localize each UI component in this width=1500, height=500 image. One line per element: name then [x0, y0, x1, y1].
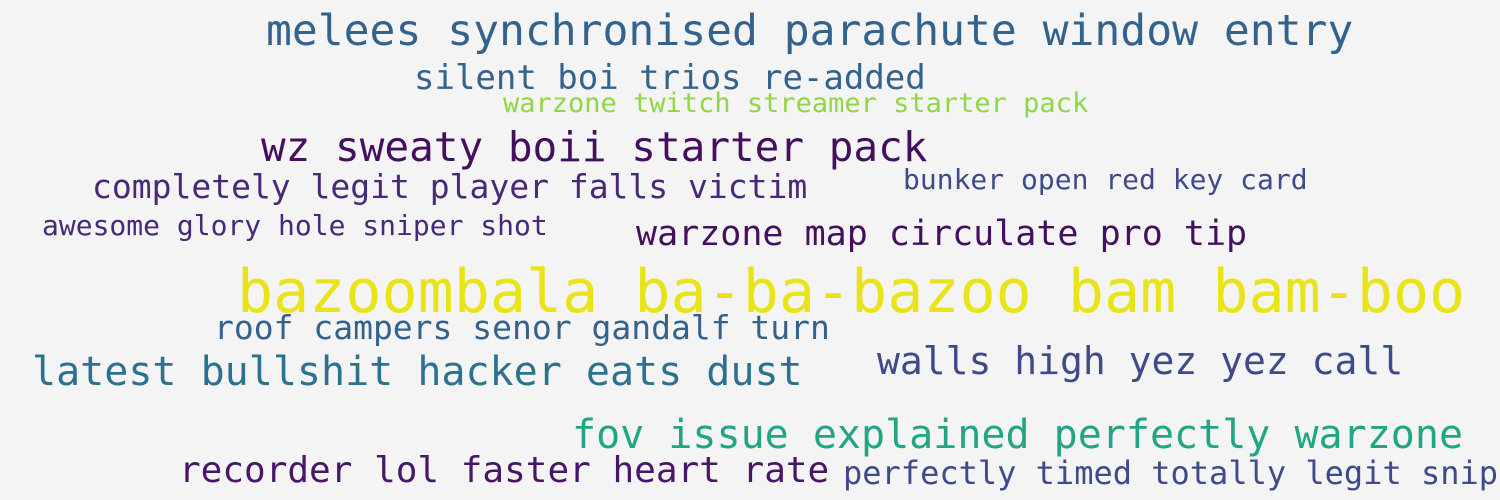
phrase-bazoom: bazoombala ba-ba-bazoo bam bam-boo — [237, 257, 1466, 327]
phrase-bunker: bunker open red key card — [903, 163, 1308, 196]
phrase-completely: completely legit player falls victim — [92, 167, 808, 206]
phrase-roof: roof campers senor gandalf turn — [214, 308, 830, 347]
phrase-latest: latest bullshit hacker eats dust — [32, 349, 803, 395]
phrase-map: warzone map circulate pro tip — [636, 214, 1248, 254]
phrase-recorder: recorder lol faster heart rate — [179, 450, 830, 491]
phrase-sweaty: wz sweaty boii starter pack — [261, 123, 928, 171]
phrase-walls: walls high yez yez call — [877, 339, 1404, 383]
phrase-melees: melees synchronised parachute window ent… — [266, 6, 1354, 56]
phrase-perfectly: perfectly timed totally legit snip — [843, 454, 1499, 492]
phrase-fov: fov issue explained perfectly warzone — [572, 412, 1464, 458]
phrase-twitch: warzone twitch streamer starter pack — [503, 88, 1089, 119]
phrase-awesome: awesome glory hole sniper shot — [42, 209, 548, 242]
phrase-silent: silent boi trios re-added — [414, 58, 926, 98]
